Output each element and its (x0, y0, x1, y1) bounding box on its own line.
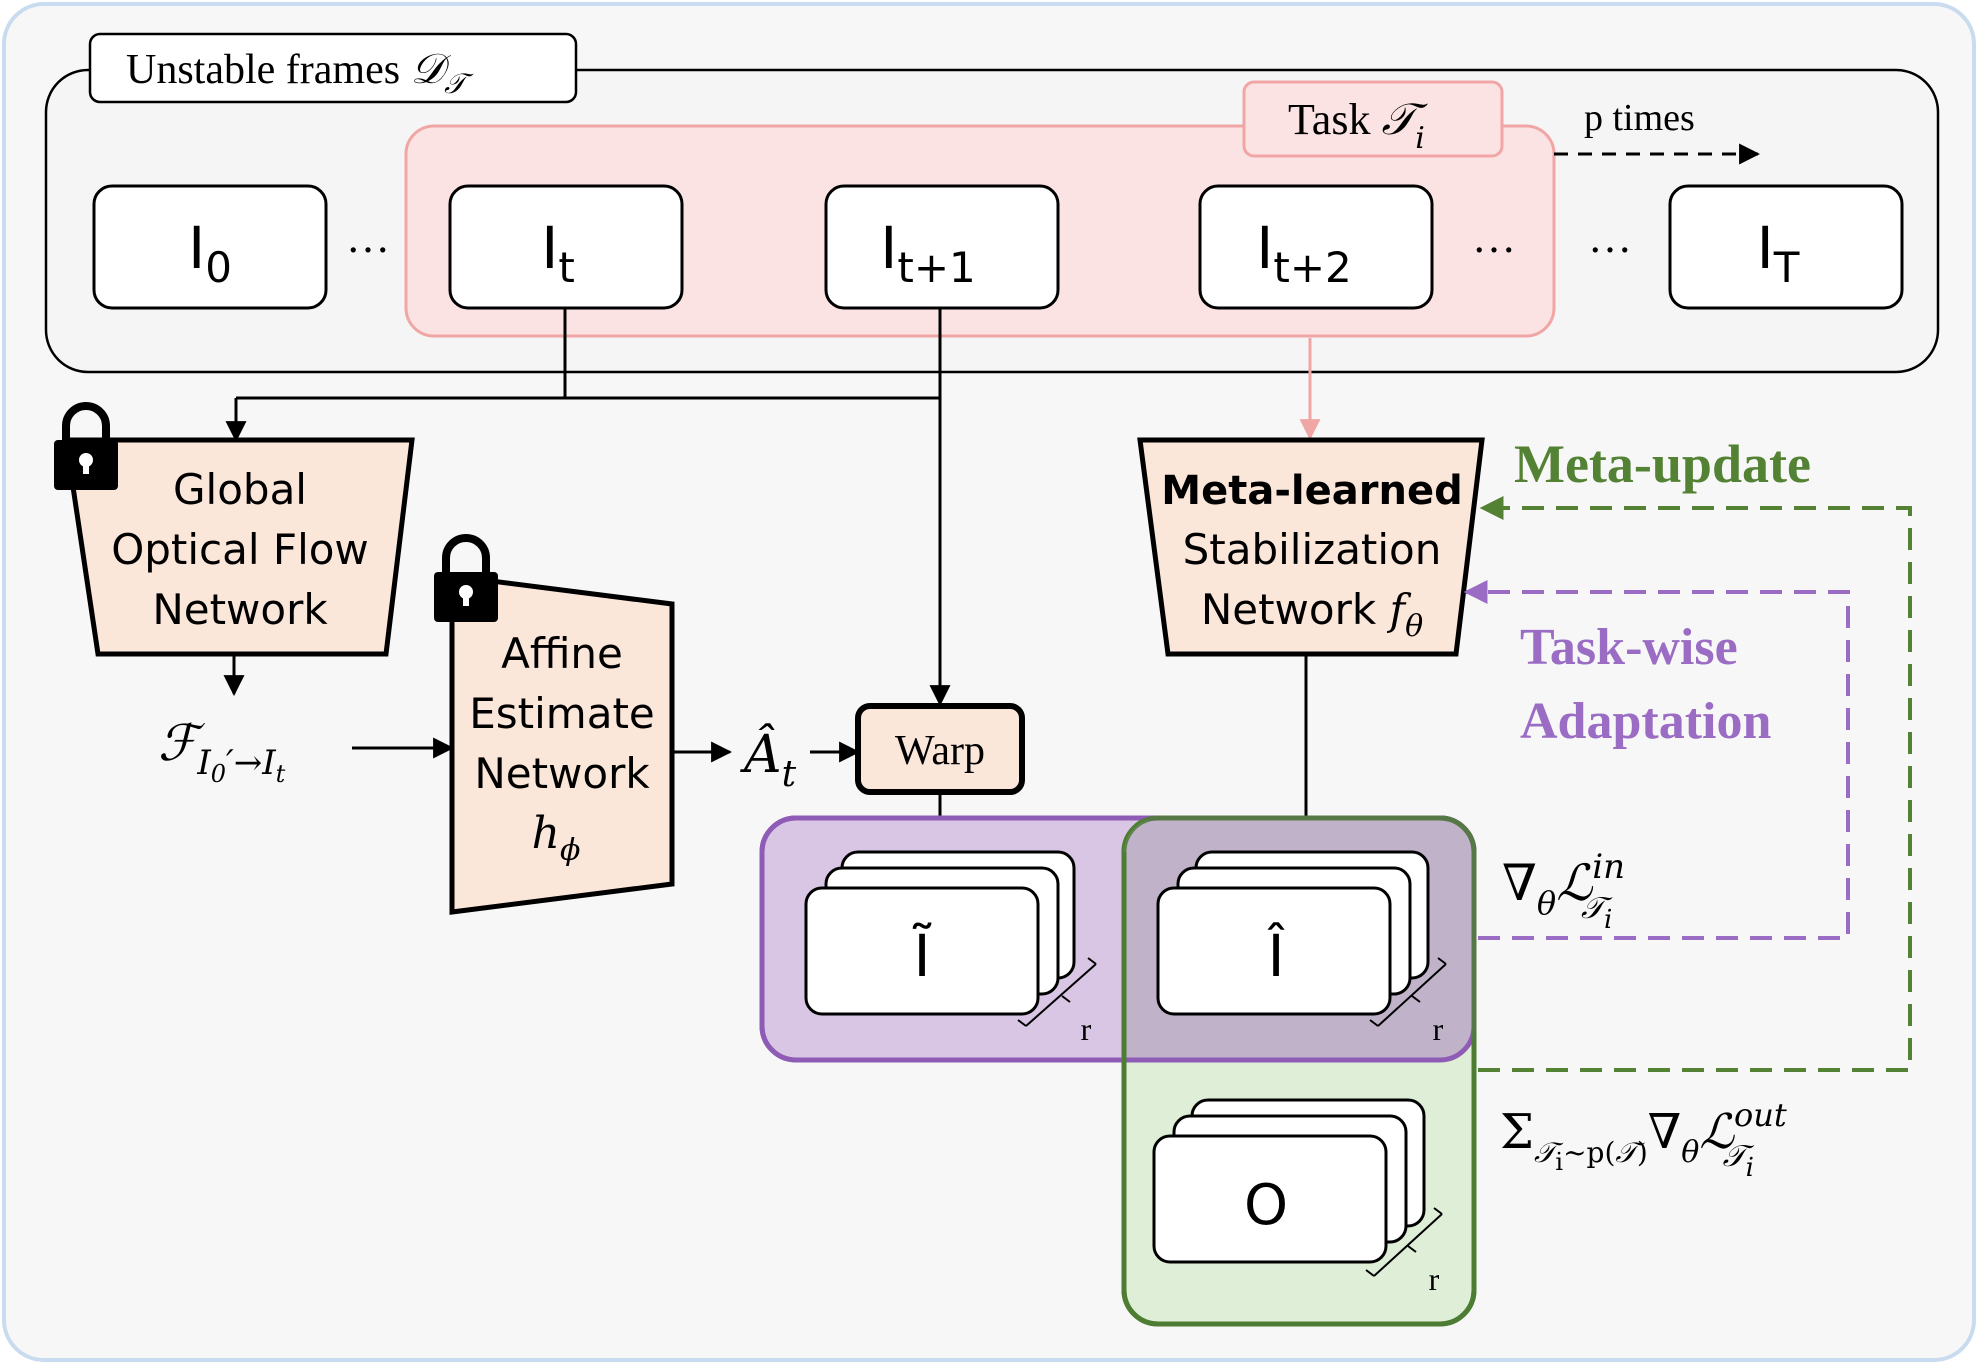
warp-box: Warp (855, 703, 1025, 795)
svg-text:Network fθ: Network fθ (1201, 585, 1423, 644)
meta-update-label: Meta-update (1514, 434, 1811, 494)
stabilization-network: Meta-learned Stabilization Network fθ (1137, 437, 1485, 657)
frame-connectors (225, 308, 951, 707)
affine-network: Affine Estimate Network hϕ (449, 573, 675, 915)
meta-update-path (1478, 496, 1912, 1072)
warped-stack: Ĩ r (804, 850, 1097, 1047)
ellipsis-1: … (346, 213, 390, 262)
stabilized-stack: Î r (1156, 850, 1447, 1047)
repeat-label: p times (1584, 97, 1695, 139)
dataset-label: Unstable frames 𝒟𝒯 (126, 44, 474, 100)
task-wise-path (1463, 580, 1850, 940)
affine-output-symbol: Ât (740, 723, 797, 795)
svg-text:Î: Î (1266, 921, 1285, 990)
frame-It1: It+1 (824, 184, 1060, 310)
svg-text:Affine: Affine (501, 629, 623, 678)
task-label-box (1242, 80, 1504, 158)
svg-text:Meta-learned: Meta-learned (1161, 468, 1462, 514)
flow-symbol: ℱI0′→It (158, 714, 286, 788)
svg-text:Ĩ: Ĩ (912, 921, 931, 990)
svg-text:O: O (1244, 1173, 1288, 1238)
svg-text:I0: I0 (188, 214, 232, 292)
ellipsis-3: … (1588, 213, 1632, 262)
svg-text:It+1: It+1 (880, 214, 976, 292)
task-wise-label-line1: Task-wise (1520, 619, 1738, 676)
svg-text:Network: Network (474, 749, 650, 798)
svg-text:Optical Flow: Optical Flow (111, 525, 369, 574)
dataset-label-box (88, 32, 578, 104)
svg-text:Estimate: Estimate (469, 689, 655, 738)
task-wise-label-line2: Adaptation (1520, 693, 1771, 750)
svg-text:r: r (1429, 1261, 1440, 1297)
output-stack: O r (1152, 1098, 1443, 1297)
svg-text:r: r (1433, 1011, 1444, 1047)
svg-text:hϕ: hϕ (532, 808, 581, 868)
svg-text:It+2: It+2 (1256, 214, 1352, 292)
svg-text:r: r (1081, 1011, 1092, 1047)
svg-text:It: It (541, 214, 575, 292)
svg-text:IT: IT (1757, 214, 1800, 292)
svg-text:Warp: Warp (895, 728, 985, 774)
frame-IT: IT (1668, 184, 1904, 310)
svg-text:Global: Global (173, 465, 307, 514)
frame-I0: I0 (92, 184, 328, 310)
optical-flow-network: Global Optical Flow Network (63, 437, 415, 657)
ellipsis-2: … (1472, 213, 1516, 262)
svg-text:Stabilization: Stabilization (1183, 525, 1442, 574)
frame-It2: It+2 (1198, 184, 1434, 310)
svg-text:Network: Network (152, 585, 328, 634)
frame-It: It (448, 184, 684, 310)
